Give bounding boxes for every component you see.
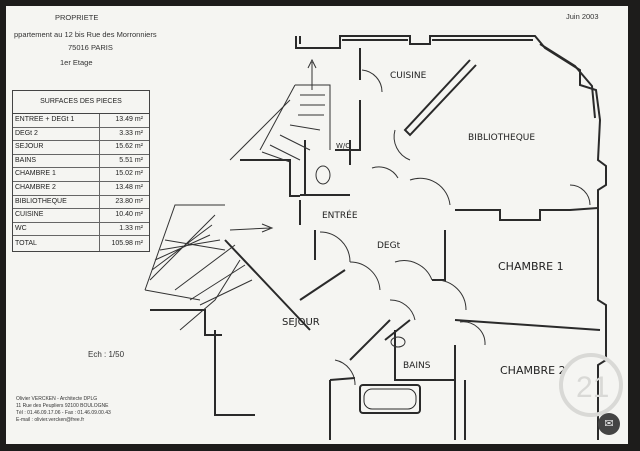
room-label-bains: BAINS (403, 361, 431, 371)
total-label: TOTAL (13, 236, 100, 252)
table-row-total: TOTAL 105.98 m² (13, 236, 149, 252)
header-date: Juin 2003 (566, 12, 599, 21)
table-row: WC 1.33 m² (13, 222, 149, 237)
room-label-cuisine: CUISINE (390, 71, 427, 81)
room-name: WC (13, 222, 100, 236)
stair-rail (229, 99, 291, 161)
room-area: 15.62 m² (115, 143, 143, 151)
room-name: CHAMBRE 1 (13, 168, 100, 181)
room-area: 1.33 m² (119, 224, 143, 232)
table-row: BAINS 5.51 m² (13, 154, 149, 169)
room-area: 10.40 m² (115, 211, 143, 219)
sejour-wall (224, 239, 346, 331)
header-floor: 1er Etage (60, 58, 93, 67)
stair-wall (240, 159, 300, 197)
footer-email: E-mail : olivier.vercken@free.fr (16, 417, 85, 423)
room-name: BIBLIOTHEQUE (13, 195, 100, 209)
room-label-degt: DEGt (377, 241, 401, 251)
sink (390, 336, 406, 348)
door-swing (435, 279, 467, 311)
lower-staircase (144, 204, 253, 306)
scale-label: Ech : 1/50 (88, 350, 125, 359)
door-swing (319, 231, 351, 263)
stair-arrow (307, 58, 317, 90)
door-swing (371, 166, 399, 179)
left-wall (214, 330, 255, 416)
paper-sheet (6, 6, 628, 444)
room-area: 13.48 m² (115, 183, 143, 191)
chambre1-wall (454, 319, 601, 331)
bathtub-inner (363, 388, 417, 410)
room-name: ENTREE + DEGt 1 (13, 114, 100, 127)
door-swing (409, 177, 451, 206)
room-area: 23.80 m² (115, 197, 143, 205)
door-swing (349, 261, 381, 291)
century21-logo-icon: 21 (559, 353, 623, 417)
footer-address: 11 Rue des Peupliers 92100 BOULOGNE (16, 403, 109, 409)
header-address: ppartement au 12 bis Rue des Morronniers (14, 30, 157, 39)
outer-wall (295, 35, 607, 440)
toilet (315, 165, 331, 185)
room-area: 3.33 m² (119, 129, 143, 137)
door-swing (459, 321, 486, 346)
door-swing (394, 260, 433, 281)
upper-staircase (259, 84, 331, 163)
table-row: CHAMBRE 2 13.48 m² (13, 181, 149, 196)
door-swing (389, 299, 416, 321)
kitchen-wall (335, 48, 361, 151)
room-name: DEGt 2 (13, 127, 100, 141)
stair-rail (179, 259, 241, 331)
kitchen-wall (403, 59, 477, 137)
table-row: CHAMBRE 1 15.02 m² (13, 168, 149, 182)
door-swing (334, 359, 356, 386)
door-swing (393, 129, 411, 161)
stair-arrow (229, 223, 274, 233)
door-swing (569, 184, 591, 206)
room-name: CUISINE (13, 209, 100, 222)
room-area: 13.49 m² (115, 116, 143, 123)
room-area: 5.51 m² (119, 156, 143, 164)
room-label-wc: W/C (336, 142, 350, 150)
watermark-text: 21 (576, 371, 609, 404)
table-row: CUISINE 10.40 m² (13, 209, 149, 223)
room-label-chambre1: CHAMBRE 1 (498, 260, 564, 273)
stair-wall (150, 309, 222, 336)
surfaces-table-title: SURFACES DES PIECES (13, 91, 149, 114)
room-name: CHAMBRE 2 (13, 181, 100, 195)
table-row: BIBLIOTHEQUE 23.80 m² (13, 195, 149, 210)
room-label-bibliotheque: BIBLIOTHEQUE (468, 133, 535, 143)
table-row: SEJOUR 15.62 m² (13, 141, 149, 155)
room-name: BAINS (13, 154, 100, 168)
table-row: ENTREE + DEGt 1 13.49 m² (13, 114, 149, 128)
surfaces-table: SURFACES DES PIECES ENTREE + DEGt 1 13.49… (12, 90, 150, 253)
bains-wall (384, 319, 455, 381)
header-propriete: PROPRIETE (55, 13, 99, 22)
room-name: SEJOUR (13, 141, 100, 154)
table-row: DEGt 2 3.33 m² (13, 127, 149, 142)
sejour-wall (329, 319, 391, 381)
wc-wall (300, 140, 351, 196)
footer-phone: Tél : 01.46.09.17.06 - Fax : 01.46.09.00… (16, 410, 111, 416)
total-value: 105.98 m² (111, 240, 143, 248)
bathtub (359, 384, 421, 414)
room-area: 15.02 m² (115, 170, 143, 178)
room-label-sejour: SEJOUR (282, 317, 320, 328)
room-label-entree: ENTRÉE (322, 209, 358, 221)
chat-bubble-icon[interactable]: ✉ (598, 413, 620, 435)
footer-architect: Olivier VERCKEN - Architecte DPLG (16, 396, 98, 402)
door-swing (361, 69, 383, 93)
corridor-wall (299, 200, 316, 260)
room-label-chambre2: CHAMBRE 2 (500, 364, 566, 377)
chambre2-wall (454, 345, 466, 440)
header-city: 75016 PARIS (68, 43, 113, 52)
outer-wall (299, 36, 596, 119)
